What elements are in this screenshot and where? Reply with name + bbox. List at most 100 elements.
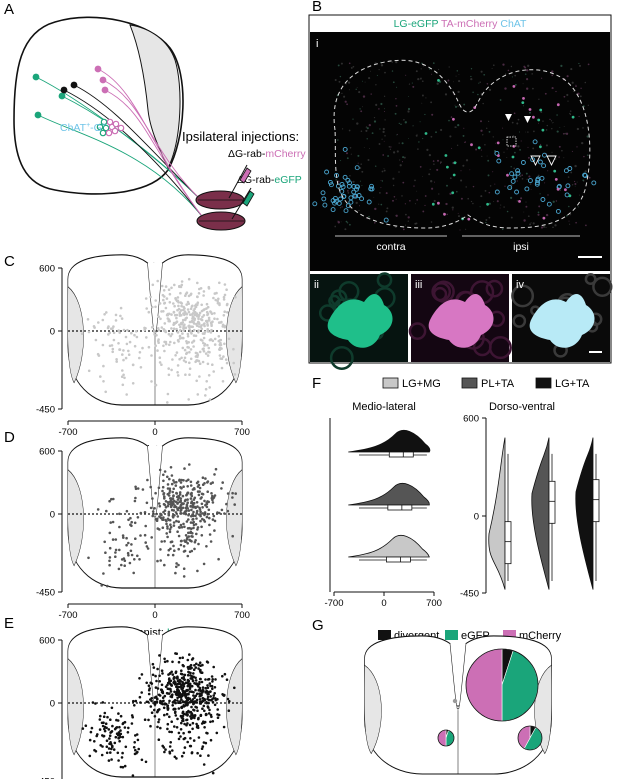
scatter-point — [226, 697, 230, 701]
scatter-point — [223, 310, 226, 314]
chat-cell — [322, 202, 328, 208]
scatter-point — [180, 508, 183, 512]
scatter-point — [192, 526, 195, 530]
scatter-point — [161, 672, 164, 675]
scatter-point — [108, 531, 112, 535]
scatter-point — [206, 328, 209, 331]
speckle — [488, 191, 491, 194]
scatter-point — [186, 536, 189, 539]
speckle — [334, 225, 337, 228]
speckle — [516, 200, 519, 202]
scatter-point — [168, 528, 172, 531]
scatter-point — [95, 734, 98, 738]
speckle — [360, 130, 363, 133]
scatter-point — [216, 708, 219, 711]
speckle — [436, 168, 439, 171]
speckle — [392, 81, 395, 84]
scatter-point — [224, 358, 228, 361]
scatter-point — [194, 514, 197, 517]
labelled-cell — [564, 188, 567, 192]
scatter-point — [163, 322, 167, 325]
chat-cell — [338, 196, 343, 202]
scatter-point — [180, 754, 184, 758]
scatter-point — [158, 468, 162, 472]
scatter-point — [205, 505, 209, 509]
scatter-point — [182, 575, 186, 578]
speckle — [431, 73, 433, 75]
speckle — [419, 166, 422, 168]
scatter-point — [178, 337, 182, 340]
scatter-point — [182, 731, 185, 735]
scatter-point — [144, 541, 147, 544]
speckle — [337, 64, 340, 67]
scatter-point — [210, 328, 213, 332]
scatter-point — [167, 332, 171, 336]
scatter-point — [101, 343, 105, 347]
speckle — [396, 150, 399, 153]
scatter-point — [139, 511, 143, 515]
scatter-point — [186, 688, 189, 692]
scatter-point — [220, 366, 224, 370]
scatter-point — [156, 349, 159, 352]
scatter-point — [182, 359, 186, 362]
scatter-point — [198, 486, 202, 490]
speckle — [398, 171, 400, 173]
speckle — [382, 127, 385, 131]
speckle — [488, 216, 491, 219]
scatter-point — [202, 336, 206, 340]
speckle — [374, 165, 377, 167]
scatter-point — [197, 493, 201, 497]
scatter-point — [156, 725, 159, 729]
speckle — [402, 156, 405, 159]
scatter-point — [176, 339, 180, 342]
scatter-point — [204, 477, 207, 480]
scatter-point — [163, 694, 167, 698]
speckle — [449, 192, 452, 195]
scatter-point — [167, 678, 171, 681]
speckle — [357, 154, 360, 157]
scatter-point — [195, 698, 199, 702]
scatter-point — [126, 551, 130, 555]
speckle — [551, 151, 553, 153]
speckle — [486, 83, 489, 85]
speckle — [449, 177, 452, 180]
speckle — [551, 87, 554, 90]
scatter-point — [150, 380, 153, 383]
speckle — [527, 146, 529, 148]
scatter-point — [193, 709, 196, 712]
scatter-point — [96, 352, 100, 356]
scatter-point — [159, 516, 163, 520]
scatter-point — [134, 537, 137, 540]
scatter-point — [167, 512, 170, 516]
speckle — [401, 142, 404, 145]
scatter-point — [234, 295, 237, 299]
scatter-point — [201, 512, 205, 515]
scatter-point — [140, 758, 144, 762]
scatter-point — [173, 283, 176, 287]
chat-cell — [515, 168, 521, 174]
speckle — [571, 184, 574, 186]
scatter-point — [179, 309, 183, 312]
scatter-point — [188, 328, 191, 331]
scatter-point — [163, 497, 166, 500]
scatter-point — [180, 672, 184, 676]
neuron-soma — [70, 81, 78, 89]
scatter-point — [117, 567, 121, 571]
speckle — [365, 126, 368, 128]
scatter-point — [162, 479, 165, 483]
scatter-point — [185, 351, 189, 355]
scatter-point — [207, 374, 211, 377]
scatter-point — [121, 751, 124, 755]
scatter-point — [192, 334, 196, 337]
scatter-point — [180, 687, 184, 691]
scatter-point — [201, 360, 205, 364]
speckle — [480, 70, 483, 73]
speckle — [405, 74, 407, 76]
scatter-point — [199, 754, 202, 757]
scatter-point — [190, 514, 193, 518]
scatter-point — [183, 746, 187, 749]
scatter-point — [163, 329, 167, 333]
scatter-point — [154, 686, 158, 689]
scatter-point — [160, 284, 164, 288]
